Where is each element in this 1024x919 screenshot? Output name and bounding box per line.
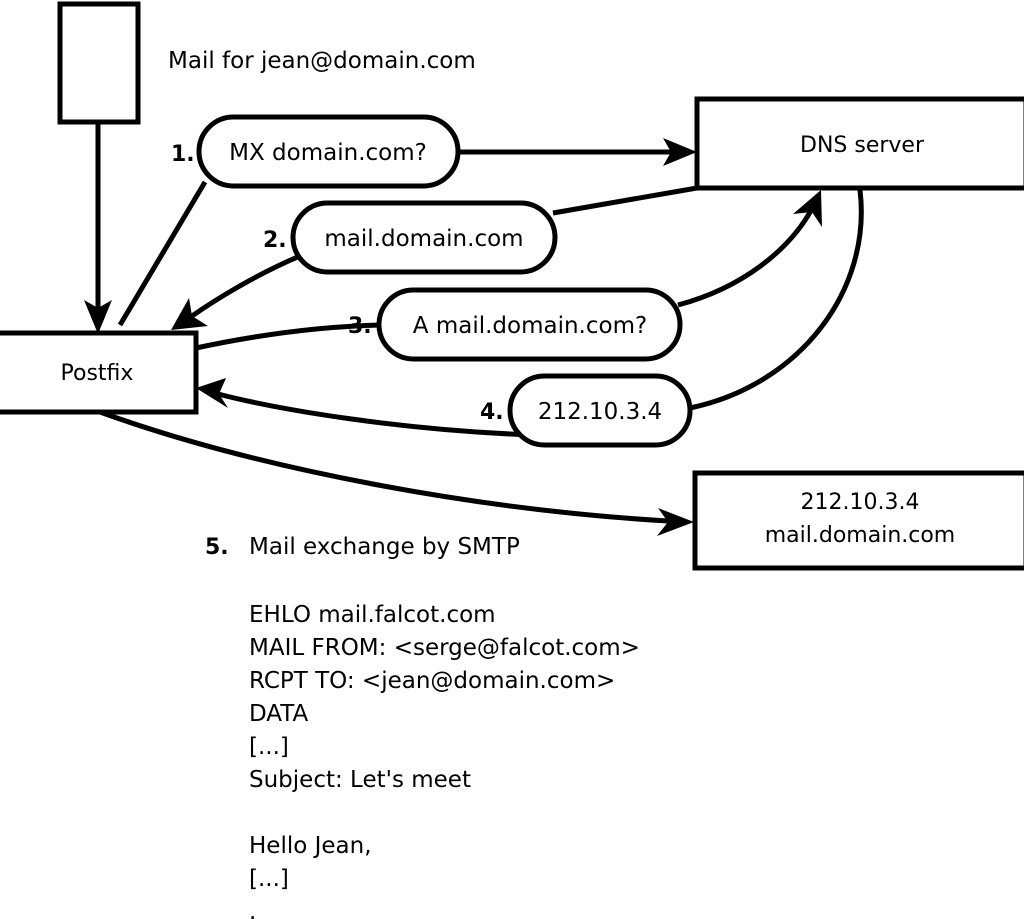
- target-server-hostname: mail.domain.com: [765, 523, 956, 548]
- connector-step4-to-postfix: [196, 378, 534, 438]
- step-1-number: 1.: [171, 142, 195, 167]
- arrowhead-step1-to-dns: [663, 138, 697, 166]
- arrowhead-step4-to-postfix: [196, 378, 228, 408]
- incoming-mail-note: Mail for jean@domain.com: [168, 48, 476, 74]
- arrowhead-step3-to-dns: [793, 190, 822, 227]
- step-4-pill: 212.10.3.4: [507, 373, 693, 448]
- connector-step2-to-postfix: [171, 253, 301, 330]
- step-2-pill-label: mail.domain.com: [324, 226, 523, 252]
- transcript-line: [...]: [249, 866, 289, 892]
- transcript-line: .: [249, 899, 256, 919]
- dns-server-box: DNS server: [694, 96, 1024, 191]
- step-3-number: 3.: [348, 314, 372, 339]
- arrowhead-postfix-to-target: [657, 508, 694, 536]
- connector-postfix-to-step1: [117, 180, 208, 327]
- target-server-box: 212.10.3.4 mail.domain.com: [692, 470, 1024, 571]
- transcript-line: Hello Jean,: [249, 833, 372, 859]
- step-1-pill-label: MX domain.com?: [229, 140, 427, 166]
- postfix-box: Postfix: [0, 330, 199, 415]
- smtp-transcript: EHLO mail.falcot.com MAIL FROM: <serge@f…: [249, 602, 640, 919]
- postfix-box-label: Postfix: [61, 361, 134, 386]
- connector-sender-to-postfix: [84, 124, 112, 334]
- step-1-pill: MX domain.com?: [196, 114, 461, 189]
- dns-server-box-label: DNS server: [800, 133, 925, 158]
- transcript-line: Subject: Let's meet: [249, 767, 471, 793]
- step-4-pill-label: 212.10.3.4: [538, 399, 662, 425]
- step-3-pill: A mail.domain.com?: [376, 287, 683, 362]
- sender-box: [57, 1, 141, 125]
- step-4-number: 4.: [480, 400, 504, 425]
- connector-step3-to-dns: [677, 190, 822, 308]
- step-5-label: Mail exchange by SMTP: [249, 534, 520, 560]
- step-2-pill: mail.domain.com: [290, 200, 558, 275]
- connector-dns-to-step2: [552, 185, 698, 216]
- step-2-number: 2.: [263, 228, 287, 253]
- transcript-line: DATA: [249, 701, 309, 727]
- step-3-pill-label: A mail.domain.com?: [413, 313, 647, 339]
- arrowhead-sender-to-postfix: [84, 300, 112, 334]
- connector-step1-to-dns: [460, 138, 697, 166]
- transcript-line: EHLO mail.falcot.com: [249, 602, 496, 628]
- transcript-line: MAIL FROM: <serge@falcot.com>: [249, 635, 640, 661]
- connector-postfix-to-step3: [195, 322, 382, 351]
- arrowhead-step2-to-postfix: [171, 298, 208, 330]
- target-server-ip: 212.10.3.4: [801, 490, 920, 515]
- connector-postfix-to-target: [99, 409, 694, 536]
- transcript-line: [...]: [249, 734, 289, 760]
- step-5-number: 5.: [205, 535, 229, 560]
- transcript-line: RCPT TO: <jean@domain.com>: [249, 668, 615, 694]
- connector-dns-to-step4: [689, 189, 864, 411]
